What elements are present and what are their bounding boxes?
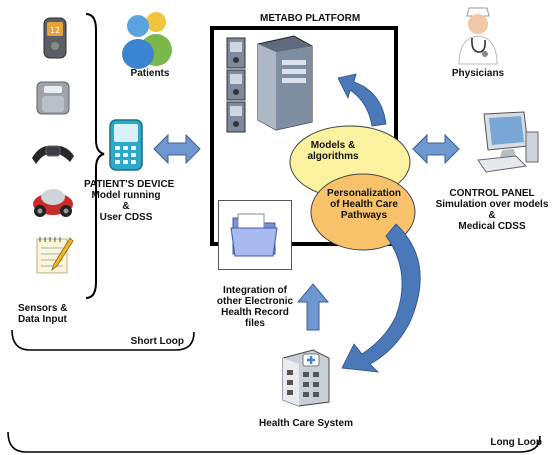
computer-icon: [477, 111, 539, 173]
smartphone-icon: [109, 119, 143, 171]
health-care-system-label: Health Care System: [259, 418, 353, 429]
models-label: Models & algorithms: [307, 140, 359, 162]
personalization-label: Personalization of Health Care Pathways: [327, 188, 401, 221]
curved-arrow-to-server: [337, 73, 387, 127]
glucometer-icon: 12: [43, 17, 67, 59]
sensors-label: Sensors & Data Input: [18, 303, 68, 325]
physicians-label: Physicians: [451, 68, 505, 79]
notepad-icon: [36, 237, 74, 274]
bidirectional-arrow-left: [153, 133, 201, 165]
scale-icon: [36, 81, 70, 115]
svg-text:12: 12: [50, 26, 60, 35]
patients-label: Patients: [130, 68, 170, 79]
control-panel-label: CONTROL PANEL Simulation over models & M…: [435, 188, 549, 232]
integration-label: Integration of other Electronic Health R…: [216, 285, 294, 329]
patient-device-label: PATIENT'S DEVICE Model running & User CD…: [84, 179, 175, 223]
platform-title: METABO PLATFORM: [260, 13, 361, 24]
bidirectional-arrow-right: [412, 133, 460, 165]
folder-icon: [230, 213, 278, 257]
physician-icon: [458, 7, 498, 65]
curved-arrow-to-health-care: [341, 223, 421, 373]
short-loop-label: Short Loop: [130, 336, 184, 347]
car-icon: [33, 189, 73, 217]
server-tower-icon: [226, 35, 313, 133]
platform-frame: [210, 26, 398, 246]
up-arrow: [296, 283, 330, 331]
long-loop-label: Long Loop: [490, 437, 542, 448]
patients-icon: [122, 12, 172, 69]
heart-rate-strap-icon: [32, 145, 74, 164]
hospital-icon: [282, 349, 330, 407]
personalization-ellipse: [310, 173, 416, 251]
